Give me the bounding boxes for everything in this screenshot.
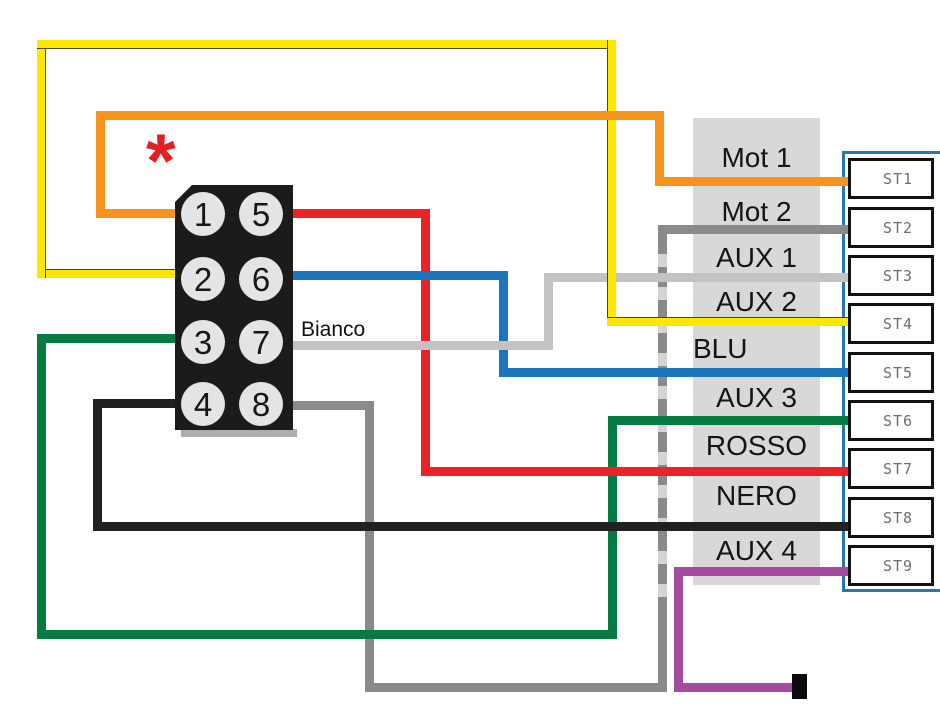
panel-label-blu: BLU [693, 333, 748, 364]
panel-label-aux-3: AUX 3 [716, 382, 797, 413]
purple-wire-end-cap [792, 674, 807, 699]
terminal-block-st5: ST5 [848, 352, 934, 393]
wire-purple-segment-3 [674, 683, 800, 692]
wire-green-segment-1 [37, 334, 175, 343]
wire-blue-segment-2 [499, 271, 508, 377]
wire-green-segment-3 [37, 630, 617, 639]
wire-bianco-lightgray-segment-3 [544, 273, 852, 282]
wire-orange-segment-1 [96, 209, 175, 218]
wire-red-segment-3 [421, 467, 852, 476]
terminal-block-st2: ST2 [848, 207, 934, 248]
panel-label-rosso: ROSSO [705, 430, 808, 461]
connector-pin-8: 8 [239, 382, 283, 426]
wire-gray-segment-4 [658, 612, 667, 692]
wire-yellow-segment-5 [607, 317, 852, 326]
wire-black-segment-2 [93, 399, 102, 531]
wire-purple-segment-2 [674, 567, 683, 692]
wire-bianco-lightgray-segment-2 [544, 273, 553, 350]
terminal-block-st3: ST3 [848, 255, 934, 296]
terminal-block-st4: ST4 [848, 303, 934, 344]
wire-orange-segment-4 [655, 111, 664, 186]
panel-label-mot-2: Mot 2 [721, 196, 792, 227]
wire-black-segment-1 [93, 399, 175, 408]
panel-label-aux-4: AUX 4 [716, 535, 797, 566]
panel-label-aux-1: AUX 1 [716, 242, 797, 273]
wire-bianco-lightgray-segment-1 [293, 341, 553, 350]
wire-black-segment-3 [93, 522, 852, 531]
wire-gray-segment-3 [365, 683, 667, 692]
panel-label-nero: NERO [716, 480, 797, 511]
wire-orange-segment-5 [655, 177, 852, 186]
connector-pin-4: 4 [181, 382, 225, 426]
wire-yellow-segment-4 [607, 40, 616, 326]
panel-label-mot-1: Mot 1 [721, 142, 792, 173]
wire-green-segment-5 [608, 416, 852, 425]
wire-orange-segment-3 [96, 111, 664, 120]
wire-blue-segment-1 [293, 271, 508, 280]
connector-pin-6: 6 [239, 257, 283, 301]
wire-green-segment-2 [37, 334, 46, 639]
terminal-block-st7: ST7 [848, 448, 934, 489]
wire-gray-segment-1 [293, 401, 374, 410]
wire-yellow-segment-3 [37, 40, 616, 49]
connector-pin-1: 1 [181, 192, 225, 236]
wire-yellow-segment-1 [37, 269, 175, 278]
wire-gray-segment-6 [658, 225, 852, 234]
wire-purple-segment-1 [674, 567, 852, 576]
connector-pin-5: 5 [239, 192, 283, 236]
terminal-block-st6: ST6 [848, 400, 934, 441]
panel-label-aux-2: AUX 2 [716, 286, 797, 317]
wire-red-segment-1 [293, 209, 430, 218]
connector-shadow [181, 429, 297, 437]
connector-pin-2: 2 [181, 257, 225, 301]
asterisk-marker: * [146, 119, 176, 204]
connector-pin-3: 3 [181, 320, 225, 364]
terminal-block-st9: ST9 [848, 545, 934, 586]
wire-orange-segment-2 [96, 111, 105, 218]
wire-yellow-segment-2 [37, 40, 46, 278]
wire-blue-segment-3 [499, 368, 852, 377]
bianco-wire-label: Bianco [301, 318, 366, 341]
connector-pin-7: 7 [239, 320, 283, 364]
label-panel [693, 118, 820, 585]
wire-gray-segment-2 [365, 401, 374, 692]
terminal-block-st1: ST1 [848, 158, 934, 199]
terminal-block-st8: ST8 [848, 497, 934, 538]
